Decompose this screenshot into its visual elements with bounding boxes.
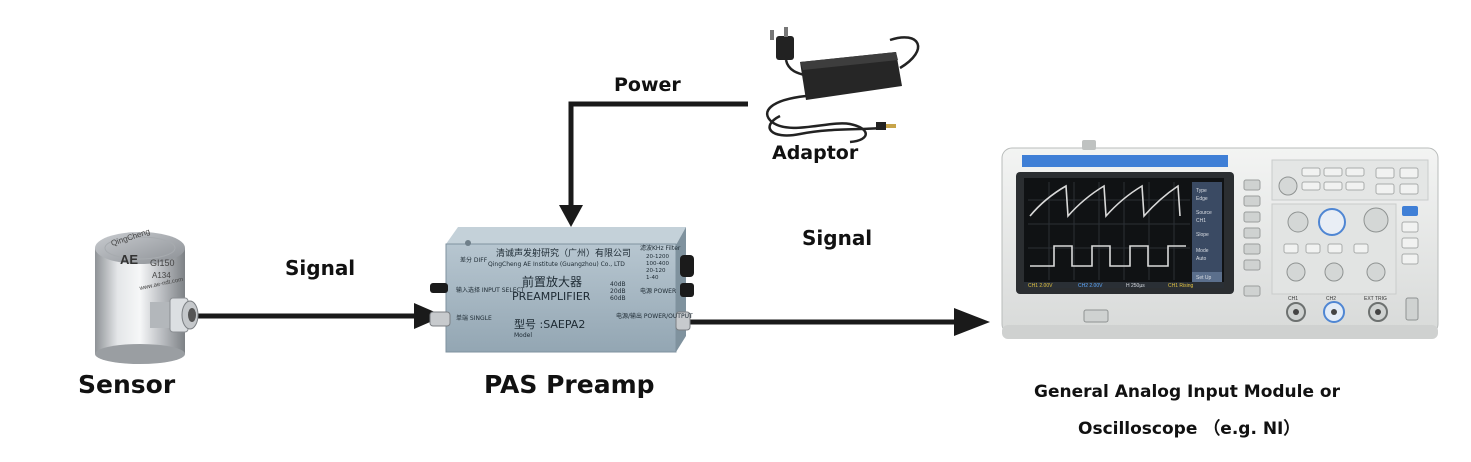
signal-arrowhead-sensor <box>414 303 444 329</box>
scope-menu-item: Type <box>1196 188 1207 194</box>
scope-channel-label: CH1 <box>1288 296 1298 302</box>
preamp-maker-cn: 清诚声发射研究（广州）有限公司 <box>496 247 631 259</box>
sensor-logo: AE <box>120 252 138 267</box>
scope-menu-item: Edge <box>1196 196 1208 202</box>
preamp-filter-label: 滤波KHz Filter <box>640 244 681 252</box>
power-label: Power <box>614 74 681 96</box>
preamp-image <box>429 227 694 353</box>
preamp-gain-opt: 60dB <box>610 295 626 302</box>
preamp-model: 型号 :SAEPA2 <box>514 317 585 331</box>
signal-label-sensor: Signal <box>285 256 356 280</box>
sensor-image <box>95 232 199 364</box>
scope-menu-item: Mode <box>1196 248 1209 254</box>
scope-menu-item: Auto <box>1196 256 1207 262</box>
power-arrowhead <box>559 205 583 227</box>
scope-status: CH1 Rising <box>1168 283 1194 289</box>
scope-menu-item: CH1 <box>1196 218 1206 224</box>
scope-menu-item: Slope <box>1196 232 1209 238</box>
preamp-single-label: 单端 SINGLE <box>456 314 492 322</box>
preamp-model-sub: Model <box>514 332 532 339</box>
signal-arrowhead-preamp <box>954 308 990 336</box>
preamp-gain-opt: 40dB <box>610 281 626 288</box>
preamp-filter-opt: 1-40 <box>646 275 659 281</box>
preamp-label: PAS Preamp <box>484 370 655 399</box>
sensor-model: GI150 <box>150 258 175 268</box>
power-line <box>568 101 748 207</box>
scope-channel-label: EXT TRIG <box>1364 296 1387 302</box>
signal-label-preamp: Signal <box>802 226 873 250</box>
scope-status: CH1 2.00V <box>1028 283 1053 289</box>
preamp-diff-label: 差分 DIFF <box>460 256 488 264</box>
preamp-input-select-label: 输入选择 INPUT SELECT <box>456 286 525 294</box>
scope-channel-label: CH2 <box>1326 296 1336 302</box>
preamp-filter-opt: 20-120 <box>646 268 666 274</box>
preamp-markings: 清诚声发射研究（广州）有限公司 QingCheng AE Institute (… <box>456 244 693 339</box>
power-adaptor-image <box>766 27 920 144</box>
scope-status: CH2 2.00V <box>1078 283 1103 289</box>
preamp-filter-opt: 100-400 <box>646 261 669 267</box>
adaptor-label: Adaptor <box>772 142 859 164</box>
scope-menu-item: Source <box>1196 210 1212 216</box>
module-label-line2: Oscilloscope （e.g. NI） <box>1078 419 1301 439</box>
preamp-title-en: PREAMPLIFIER <box>512 290 591 303</box>
scope-markings: Type Edge Source CH1 Slope Mode Auto Set… <box>1028 188 1387 302</box>
preamp-maker-en: QingCheng AE Institute (Guangzhou) Co., … <box>488 261 625 268</box>
sensor-label: Sensor <box>78 370 176 399</box>
preamp-title-cn: 前置放大器 <box>522 274 582 289</box>
scope-status: H 250µs <box>1126 283 1145 289</box>
module-label-line1: General Analog Input Module or <box>1034 382 1340 402</box>
sensor-serial: A134 <box>152 271 171 280</box>
preamp-power-output-label: 电源/输出 POWER/OUTPUT <box>616 312 693 320</box>
preamp-filter-opt: 20-1200 <box>646 254 669 260</box>
preamp-power-label: 电源 POWER <box>640 287 676 295</box>
oscilloscope-image <box>1001 140 1439 339</box>
scope-menu-item: Set Up <box>1196 275 1212 281</box>
preamp-gain-opt: 20dB <box>610 288 626 295</box>
